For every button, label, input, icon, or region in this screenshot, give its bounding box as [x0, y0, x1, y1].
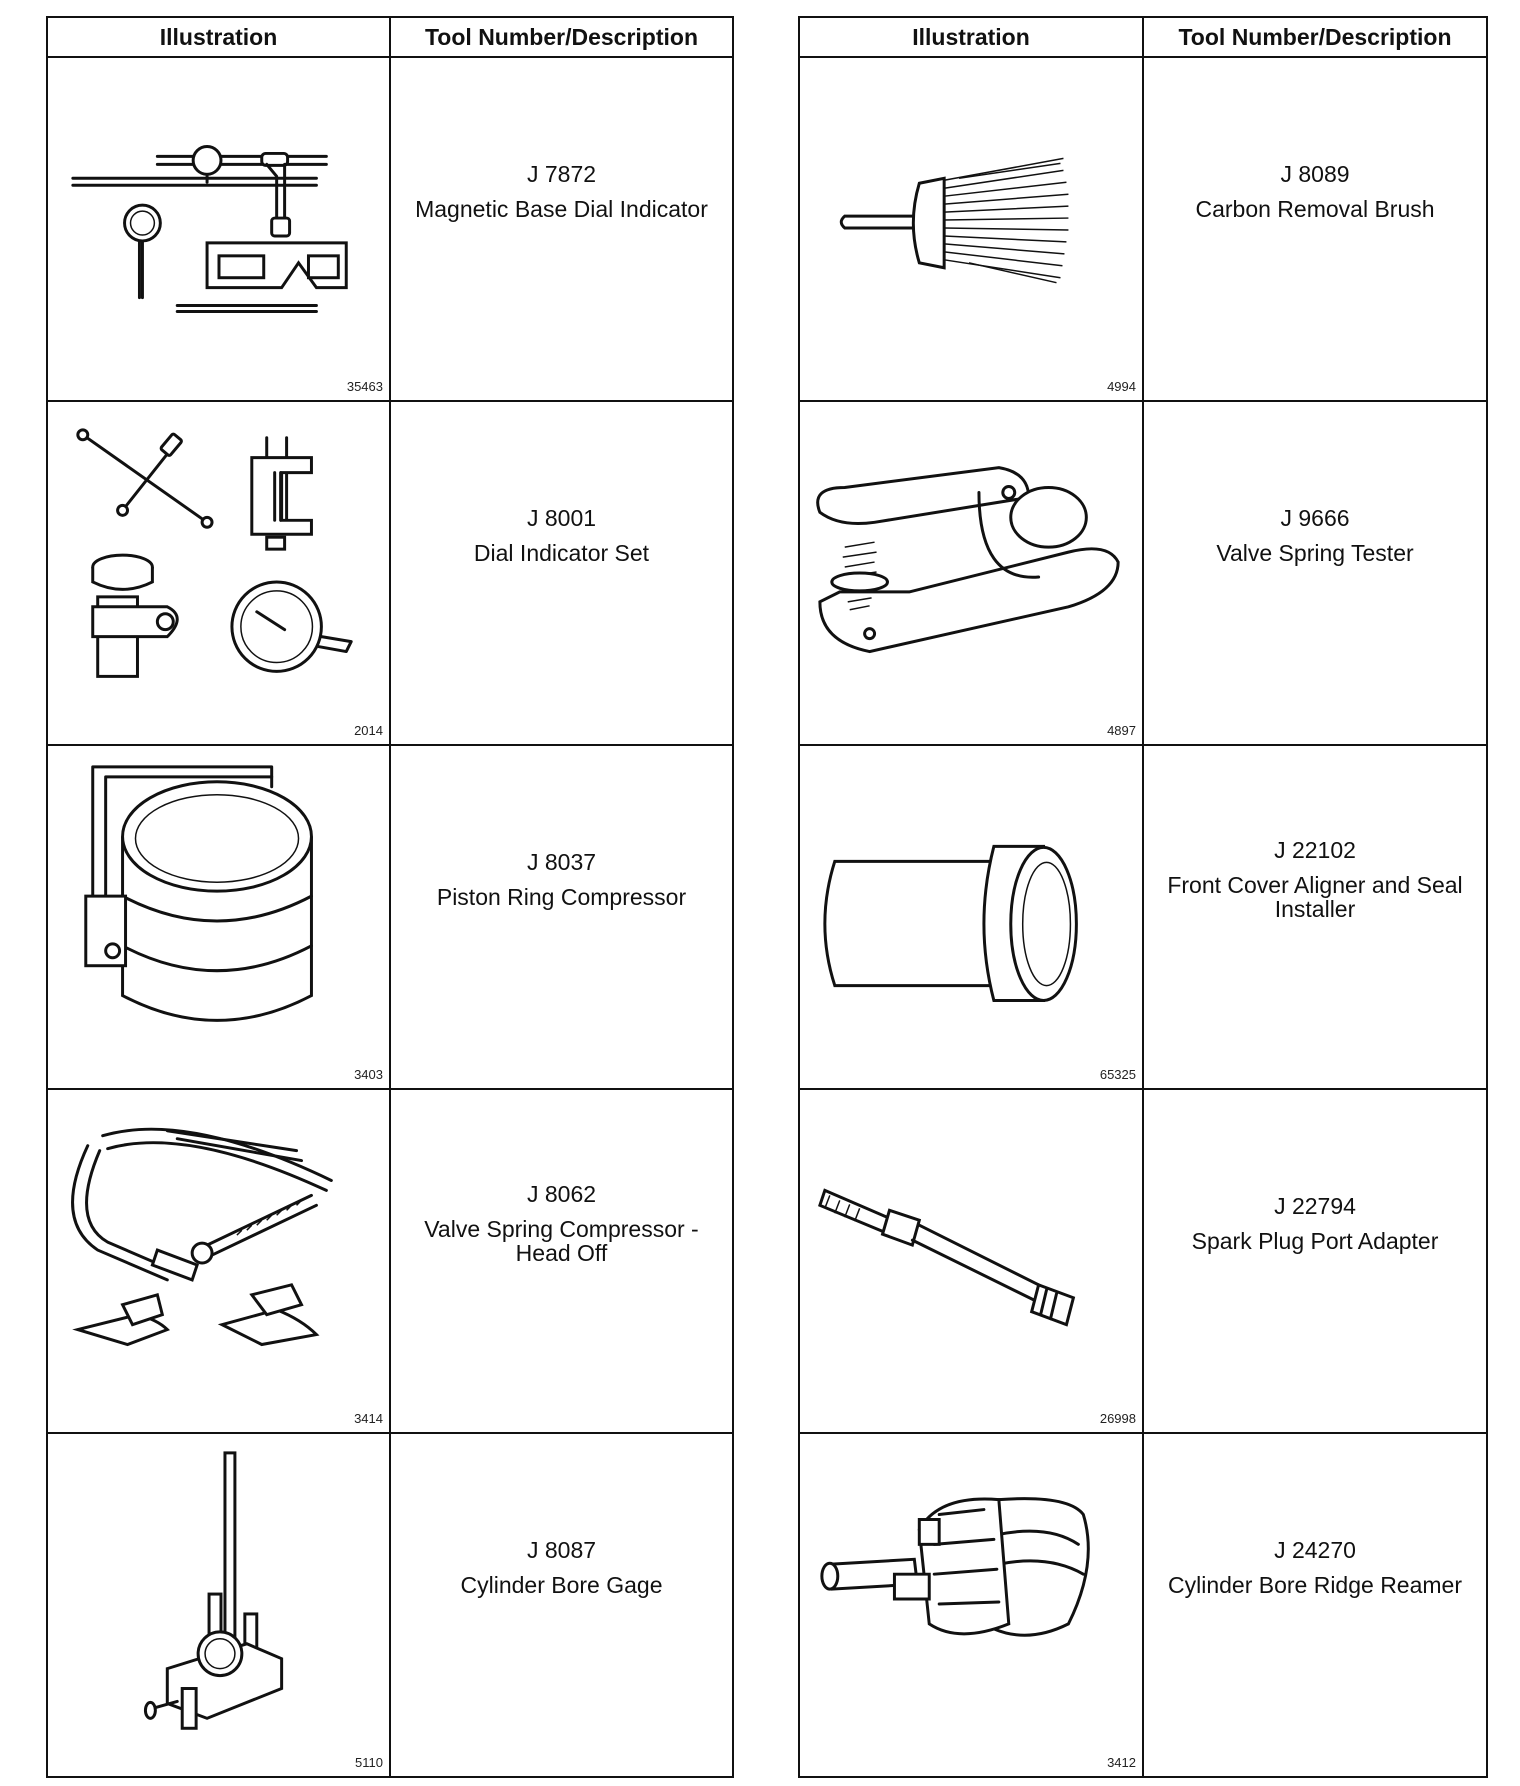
description-cell: J 8001 Dial Indicator Set	[389, 400, 734, 746]
tool-description: Cylinder Bore Gage	[460, 1572, 663, 1598]
description-cell: J 8087 Cylinder Bore Gage	[389, 1432, 734, 1778]
valve-spring-compressor-icon	[71, 1127, 333, 1347]
table-header-row: Illustration Tool Number/Description	[798, 16, 1488, 58]
illustration-cell: 2014	[46, 400, 391, 746]
tool-description: Magnetic Base Dial Indicator	[415, 196, 708, 222]
tool-number: J 8062	[526, 1181, 597, 1207]
spark-plug-port-adapter-icon	[818, 1188, 1076, 1327]
illustration-cell: 3403	[46, 744, 391, 1090]
front-cover-aligner-icon	[823, 844, 1078, 1003]
illustration-cell: 5110	[46, 1432, 391, 1778]
tool-number: J 8087	[526, 1537, 597, 1563]
description-cell: J 8062 Valve Spring Compressor - Head Of…	[389, 1088, 734, 1434]
table-row: 3412 J 24270 Cylinder Bore Ridge Reamer	[798, 1432, 1488, 1778]
tool-table-left: Illustration Tool Number/Description	[46, 16, 734, 1778]
tool-number: J 8089	[1280, 161, 1350, 187]
tool-number: J 7872	[526, 161, 597, 187]
tool-description: Valve Spring Compressor - Head Off	[424, 1216, 699, 1266]
illustration-cell: 26998	[798, 1088, 1144, 1434]
tool-description: Carbon Removal Brush	[1195, 196, 1435, 222]
tool-description: Dial Indicator Set	[473, 540, 650, 566]
figure-number: 35463	[346, 379, 383, 394]
table-row: 35463 J 7872 Magnetic Base Dial Indicato…	[46, 56, 734, 402]
table-row: 2014 J 8001 Dial Indicator Set	[46, 400, 734, 746]
tool-number: J 22102	[1274, 837, 1356, 863]
figure-number: 2014	[354, 723, 383, 738]
table-row: 65325 J 22102 Front Cover Aligner and Se…	[798, 744, 1488, 1090]
tool-description: Spark Plug Port Adapter	[1191, 1228, 1439, 1254]
figure-number: 5110	[355, 1755, 383, 1770]
figure-number: 4897	[1107, 723, 1136, 738]
tool-number: J 8001	[526, 505, 597, 531]
illustration-cell: 35463	[46, 56, 391, 402]
description-cell: J 8037 Piston Ring Compressor	[389, 744, 734, 1090]
table-header-row: Illustration Tool Number/Description	[46, 16, 734, 58]
header-illustration: Illustration	[46, 16, 391, 58]
piston-ring-compressor-icon	[84, 765, 313, 1022]
tool-number: J 8037	[526, 849, 597, 875]
description-cell: J 24270 Cylinder Bore Ridge Reamer	[1142, 1432, 1488, 1778]
illustration-cell: 3412	[798, 1432, 1144, 1778]
figure-number: 3403	[354, 1067, 383, 1082]
illustration-cell: 3414	[46, 1088, 391, 1434]
tool-description: Cylinder Bore Ridge Reamer	[1167, 1572, 1462, 1598]
figure-number: 4994	[1107, 379, 1136, 394]
table-row: 4994 J 8089 Carbon Removal Brush	[798, 56, 1488, 402]
figure-number: 3414	[354, 1411, 383, 1426]
tool-description: Valve Spring Tester	[1216, 540, 1414, 566]
description-cell: J 9666 Valve Spring Tester	[1142, 400, 1488, 746]
header-illustration: Illustration	[798, 16, 1144, 58]
magnetic-base-dial-indicator-icon	[71, 144, 348, 314]
description-cell: J 7872 Magnetic Base Dial Indicator	[389, 56, 734, 402]
header-tool-number-description: Tool Number/Description	[389, 16, 734, 58]
tool-number: J 24270	[1274, 1537, 1356, 1563]
figure-number: 26998	[1099, 1411, 1136, 1426]
dial-indicator-set-icon	[76, 428, 353, 678]
table-row: 3414 J 8062 Valve Spring Compressor - He…	[46, 1088, 734, 1434]
illustration-cell: 65325	[798, 744, 1144, 1090]
cylinder-bore-ridge-reamer-icon	[820, 1497, 1090, 1637]
description-cell: J 22102 Front Cover Aligner and Seal Ins…	[1142, 744, 1488, 1090]
illustration-cell: 4897	[798, 400, 1144, 746]
figure-number: 3412	[1107, 1755, 1136, 1770]
table-row: 4897 J 9666 Valve Spring Tester	[798, 400, 1488, 746]
illustration-cell: 4994	[798, 56, 1144, 402]
table-row: 3403 J 8037 Piston Ring Compressor	[46, 744, 734, 1090]
tool-description: Front Cover Aligner and Seal Installer	[1167, 872, 1463, 922]
description-cell: J 22794 Spark Plug Port Adapter	[1142, 1088, 1488, 1434]
cylinder-bore-gage-icon	[143, 1451, 284, 1730]
header-tool-number-description: Tool Number/Description	[1142, 16, 1488, 58]
tool-number: J 9666	[1280, 505, 1350, 531]
table-row: 26998 J 22794 Spark Plug Port Adapter	[798, 1088, 1488, 1434]
description-cell: J 8089 Carbon Removal Brush	[1142, 56, 1488, 402]
valve-spring-tester-icon	[816, 466, 1120, 654]
table-row: 5110 J 8087 Cylinder Bore Gage	[46, 1432, 734, 1778]
tool-description: Piston Ring Compressor	[436, 884, 687, 910]
carbon-removal-brush-icon	[839, 157, 1069, 284]
tool-table-right: Illustration Tool Number/Description 499…	[798, 16, 1488, 1778]
figure-number: 65325	[1099, 1067, 1136, 1082]
tool-number: J 22794	[1274, 1193, 1356, 1219]
